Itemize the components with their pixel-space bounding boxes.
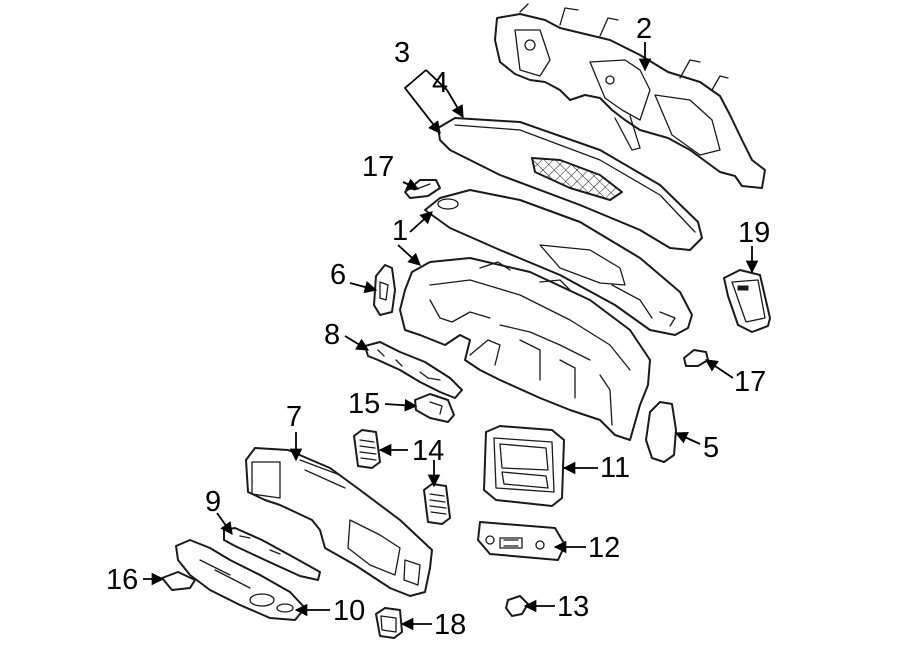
callout-2: 2: [636, 13, 652, 45]
callout-19: 19: [738, 217, 770, 249]
part-1-upper-pad: [424, 189, 693, 336]
part-1-panel-carrier: [399, 257, 651, 441]
part-14-lower-vent: [423, 483, 451, 525]
part-14-upper-vent: [353, 429, 381, 469]
part-17-upper-cap: [404, 179, 441, 199]
part-12-control-panel: [477, 521, 566, 561]
callout-17-lower: 17: [734, 366, 766, 398]
callout-9: 9: [205, 486, 221, 518]
callout-3: 3: [394, 37, 410, 69]
callout-5: 5: [703, 432, 719, 464]
callout-15: 15: [348, 388, 380, 420]
callout-6: 6: [330, 259, 346, 291]
part-9-brace: [223, 527, 321, 581]
part-19-module: [723, 269, 771, 333]
part-18-socket: [375, 607, 403, 639]
part-11-bezel: [483, 425, 565, 507]
callout-12: 12: [588, 532, 620, 564]
part-16-pad: [161, 571, 196, 591]
part-4-defroster-panel: [437, 117, 703, 251]
callout-10: 10: [333, 595, 365, 627]
callout-8: 8: [324, 319, 340, 351]
callout-1: 1: [392, 215, 408, 247]
part-6-side-cover: [373, 264, 396, 316]
callout-4: 4: [432, 67, 448, 99]
part-15-bracket: [414, 393, 455, 423]
part-7-lower-trim: [245, 447, 433, 597]
callout-7: 7: [286, 401, 302, 433]
leader-lines: [143, 42, 759, 631]
callout-17-upper: 17: [362, 151, 394, 183]
callout-14-upper: 14: [412, 435, 444, 467]
part-8-bracket: [364, 341, 463, 399]
callout-11: 11: [600, 452, 630, 484]
part-5-end-cap: [645, 401, 677, 463]
callout-18: 18: [434, 609, 466, 641]
part-17-lower-cap: [683, 349, 709, 367]
callout-16: 16: [106, 564, 138, 596]
part-13-clip: [505, 595, 529, 617]
callout-labels: 2 3 4 17 1 19 6 8 17 15 7 5 14 11 9 12 1…: [106, 13, 770, 641]
callout-13: 13: [557, 591, 589, 623]
